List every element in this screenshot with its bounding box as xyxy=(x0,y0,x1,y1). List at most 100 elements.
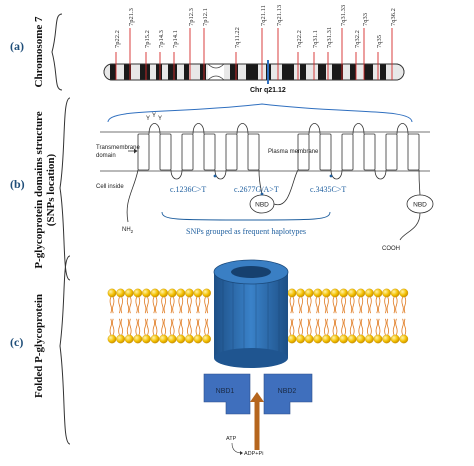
tm-helix xyxy=(225,133,238,171)
lipid-head xyxy=(313,334,323,344)
band-label: 7q36.2 xyxy=(390,8,397,26)
lipid-tail xyxy=(195,297,201,335)
tm-helix xyxy=(319,133,332,171)
panel-c-title: Folded P-glycoprotein xyxy=(33,294,45,398)
tm-helix xyxy=(247,133,260,171)
lipid-head xyxy=(124,288,134,298)
lipid-head xyxy=(347,288,357,298)
lipid-head xyxy=(330,334,340,344)
tm-helix xyxy=(159,133,172,171)
extracellular-loop xyxy=(308,123,321,135)
lipid-head xyxy=(133,288,143,298)
band-label: 7q31.33 xyxy=(340,5,347,26)
panel-a-label: (a) xyxy=(10,39,24,53)
chromosome-band xyxy=(332,64,343,80)
band-label: 7p14.1 xyxy=(172,30,179,48)
lipid-tail xyxy=(315,297,321,335)
band-label: 7p12.1 xyxy=(202,8,209,26)
lipid-head xyxy=(150,334,160,344)
centromere-gap xyxy=(208,64,224,80)
nbd1-label: NBD xyxy=(255,202,269,209)
band-label: 7q33 xyxy=(362,13,369,26)
lipid-head xyxy=(296,334,305,344)
lipid-head xyxy=(142,334,151,344)
lipid-head xyxy=(185,288,194,298)
lipid-head xyxy=(330,288,340,298)
lipid-head xyxy=(116,334,125,344)
barrel-side xyxy=(214,272,288,358)
tm-helix xyxy=(341,133,354,171)
snp-label-1: c.1236C>T xyxy=(170,185,206,194)
intracellular-loop xyxy=(374,169,387,180)
chromosome-band xyxy=(246,64,258,80)
cooh-label: COOH xyxy=(382,246,400,252)
lipid-head xyxy=(399,288,409,298)
lipid-head xyxy=(167,334,177,344)
lipid-head xyxy=(176,334,186,344)
nbd1-label-c: NBD1 xyxy=(216,388,235,395)
lipid-head xyxy=(304,334,314,344)
lipid-head xyxy=(142,288,151,298)
panel-b-title-line2: (SNPs location) xyxy=(45,153,57,226)
band-label: 7p12.3 xyxy=(188,8,195,26)
lipid-tail xyxy=(289,297,295,335)
nbd2-label: NBD xyxy=(413,202,427,209)
chromosome-band xyxy=(124,64,131,80)
extracellular-loop xyxy=(148,123,161,135)
panel-a: (a) Chromosome 7 xyxy=(10,5,405,94)
atp-label: ATP xyxy=(226,436,237,442)
lipid-tail xyxy=(341,297,346,335)
lipid-head xyxy=(382,334,391,344)
chromosome-band xyxy=(110,64,116,80)
adp-label: ADP+Pi xyxy=(244,451,263,457)
lipid-head xyxy=(339,288,348,298)
tm-helix xyxy=(407,133,420,171)
haplotype-caption: SNPs grouped as frequent haplotypes xyxy=(186,227,306,236)
lipid-head xyxy=(382,288,391,298)
lipid-head xyxy=(107,288,117,298)
chromosome-outline xyxy=(103,63,405,81)
cell-inside-label: Cell inside xyxy=(96,184,124,190)
lipid-head xyxy=(193,288,203,298)
lipid-head xyxy=(356,334,366,344)
c-terminus-tail xyxy=(399,212,421,241)
glycosylation-marks: Y Y Y xyxy=(146,113,162,122)
chromosome-band xyxy=(318,64,326,80)
centromere xyxy=(207,63,225,81)
tm-helix xyxy=(137,133,150,171)
atp-arrow-shaft xyxy=(254,400,260,450)
panel-b-brace xyxy=(59,97,71,281)
lipid-head xyxy=(365,334,374,344)
lipid-tail xyxy=(126,297,132,335)
lipid-tail xyxy=(152,297,158,335)
lipid-tail xyxy=(306,297,312,335)
chromosome-ideogram xyxy=(103,63,405,81)
tm-helix xyxy=(181,133,194,171)
lipid-head xyxy=(313,288,323,298)
lipid-tail xyxy=(367,297,372,335)
locus-label: Chr q21.12 xyxy=(250,87,286,94)
lipid-head xyxy=(116,288,125,298)
panel-a-title: Chromosome 7 xyxy=(33,16,45,87)
lipid-head xyxy=(185,334,194,344)
lipid-head xyxy=(373,334,383,344)
atp-arrow-head xyxy=(250,392,264,402)
lipid-head xyxy=(339,334,348,344)
band-label: 7q21.13 xyxy=(276,5,283,26)
transmembrane-domain-2 xyxy=(297,123,420,180)
glycosylation-y: Y xyxy=(152,113,156,119)
transmembrane-domain-1 xyxy=(137,123,260,180)
band-label: 7q22.2 xyxy=(296,30,303,48)
snp-marker xyxy=(329,174,333,178)
lipid-head xyxy=(202,288,211,298)
lipid-tail xyxy=(392,297,398,335)
lipid-head xyxy=(287,288,297,298)
panel-c-brace xyxy=(59,255,71,445)
lipid-head xyxy=(159,334,168,344)
lipid-head xyxy=(322,288,331,298)
lipid-tail xyxy=(384,297,389,335)
panel-b-label: (b) xyxy=(10,177,25,191)
band-label: 7p14.3 xyxy=(158,30,165,48)
band-label: 7p21.3 xyxy=(128,8,135,26)
